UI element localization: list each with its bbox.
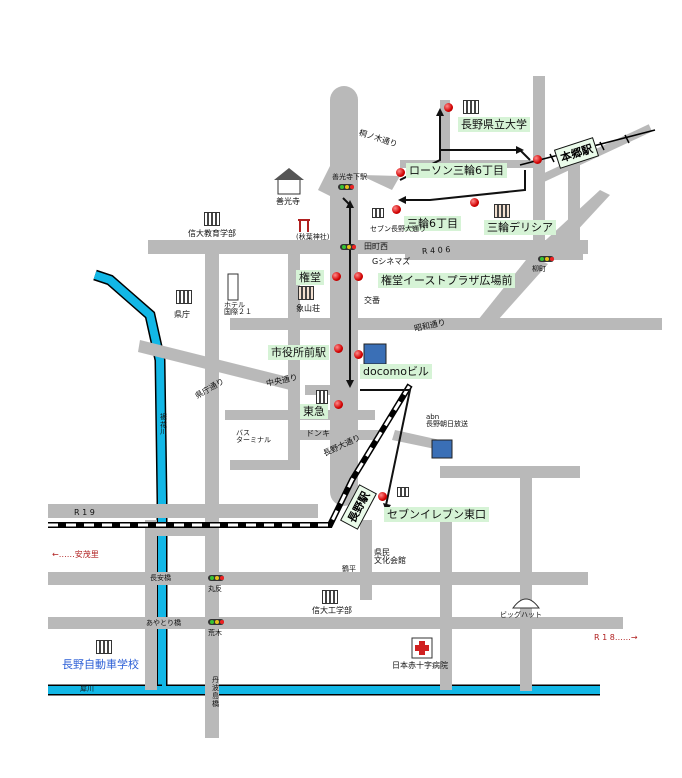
label-miwa6: 三輪6丁目 <box>404 216 461 232</box>
label-shrine: (秋葉神社) <box>296 233 330 241</box>
engineering-building-icon <box>322 590 338 604</box>
abn-building-icon <box>431 439 453 459</box>
label-miwa-delicia: 三輪デリシア <box>484 220 556 236</box>
label-docomo: docomoビル <box>360 364 432 380</box>
red-cross-icon <box>411 637 433 659</box>
traffic-light-icon <box>340 244 356 250</box>
driving-school-building-icon <box>96 640 112 654</box>
pin-lawson[interactable] <box>396 168 405 177</box>
label-bus: バスターミナル <box>236 429 271 444</box>
label-tokyu: 東急 <box>300 404 328 420</box>
label-nagayasu: 長安橋 <box>150 574 171 582</box>
pin-miwa6[interactable] <box>392 205 401 214</box>
label-seven: セブンイレブン東口 <box>384 507 489 523</box>
big-hat-icon <box>512 598 540 609</box>
label-tamachi: 田町西 <box>364 242 388 251</box>
label-yanagi: 柳町 <box>532 265 546 273</box>
label-araki: 荒木 <box>208 629 222 637</box>
traffic-light-icon <box>538 256 554 262</box>
label-zenkoji: 善光寺 <box>276 197 300 206</box>
school-building-icon <box>204 212 220 226</box>
traffic-light-icon <box>208 575 224 581</box>
pin-city-hall[interactable] <box>334 344 343 353</box>
torii-icon <box>298 219 310 232</box>
seven-nagano-icon <box>372 208 384 218</box>
label-dome: 鶴平 <box>342 565 356 573</box>
traffic-light-icon <box>208 619 224 625</box>
label-saigawa: 犀川 <box>80 685 94 693</box>
label-g-cinema: Gシネマズ <box>372 257 411 266</box>
label-nagano-univ: 長野県立大学 <box>458 117 530 133</box>
prefecture-building-icon <box>176 290 192 304</box>
pin-tokyu[interactable] <box>334 400 343 409</box>
tower-icon <box>227 273 239 301</box>
seven-building-icon <box>397 487 409 497</box>
label-zenkoji-station: 善光寺下駅 <box>332 173 367 181</box>
traffic-light-icon <box>338 184 354 190</box>
label-koban: 交番 <box>364 296 380 305</box>
label-driving-school: 長野自動車学校 <box>62 658 139 671</box>
delicia-building-icon <box>494 204 510 218</box>
label-big-hat: ビッグハット <box>500 611 542 619</box>
label-gondo: 権堂 <box>296 270 324 286</box>
label-seven-sign: セブン長野大通り <box>370 225 426 233</box>
label-lawson: ローソン三輪6丁目 <box>406 163 507 179</box>
label-shinshu-eng: 信大工学部 <box>312 606 352 615</box>
label-gondo-east: 権堂イーストプラザ広場前 <box>378 273 516 289</box>
label-hotel: ホテル国際２１ <box>224 301 252 316</box>
pin-seven[interactable] <box>378 492 387 501</box>
label-maru: 丸反 <box>208 585 222 593</box>
label-ayatori: あやとり橋 <box>146 619 181 627</box>
label-sosha: 象山荘 <box>296 304 320 313</box>
label-tanba: 丹波島橋 <box>212 676 219 709</box>
pin-docomo[interactable] <box>354 350 363 359</box>
pin-honcho[interactable] <box>533 155 542 164</box>
label-susobana: 裾花川 <box>160 413 167 437</box>
sosha-building-icon <box>298 286 314 300</box>
pin-delicia[interactable] <box>470 198 479 207</box>
label-r18: R 1 8……→ <box>594 633 638 642</box>
pin-nagano-univ[interactable] <box>444 103 453 112</box>
zenkoji-temple-icon <box>274 168 304 195</box>
label-anmotsu: ←……安茂里 <box>52 550 99 559</box>
label-red-cross: 日本赤十字病院 <box>392 661 448 670</box>
university-building-icon <box>463 100 479 114</box>
label-kencho: 県庁 <box>174 310 190 319</box>
label-r19: R 1 9 <box>74 508 95 517</box>
pin-gondo[interactable] <box>332 272 341 281</box>
label-city-hall: 市役所前駅 <box>268 345 329 361</box>
label-donki: ドンキ <box>306 429 330 438</box>
label-kenmin: 県民文化会館 <box>374 548 406 565</box>
docomo-building-icon <box>363 343 387 365</box>
label-shinshu-edu: 信大教育学部 <box>188 229 236 238</box>
tokyu-building-icon <box>316 390 328 404</box>
pin-gondo-east[interactable] <box>354 272 363 281</box>
